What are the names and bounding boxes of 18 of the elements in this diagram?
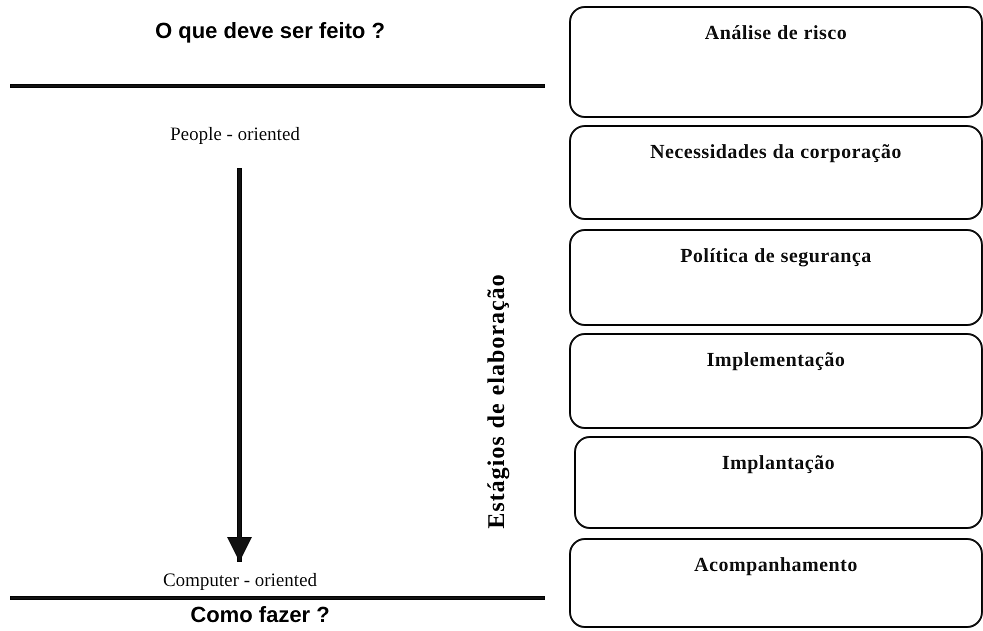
orientation-label: Computer - oriented [125, 570, 355, 598]
heading: O que deve ser feito ? [154, 18, 386, 45]
stage-box [569, 125, 983, 220]
stage-box [574, 436, 983, 529]
stage-label: Política de segurança [679, 245, 873, 268]
heading: Como fazer ? [189, 602, 331, 629]
arrow [227, 168, 252, 562]
stage-label: Implantação [720, 452, 836, 475]
stage-box [569, 538, 983, 628]
stage-label: Necessidades da corporação [649, 141, 903, 164]
stage-box [569, 333, 983, 429]
axis-title: Estágios de elaboração [484, 272, 511, 531]
stage-label: Implementação [706, 349, 846, 372]
stage-box [569, 6, 983, 118]
orientation-label: People - oriented [130, 124, 340, 152]
stage-box [569, 229, 983, 326]
stage-label: Análise de risco [704, 22, 848, 45]
stage-label: Acompanhamento [693, 554, 859, 577]
